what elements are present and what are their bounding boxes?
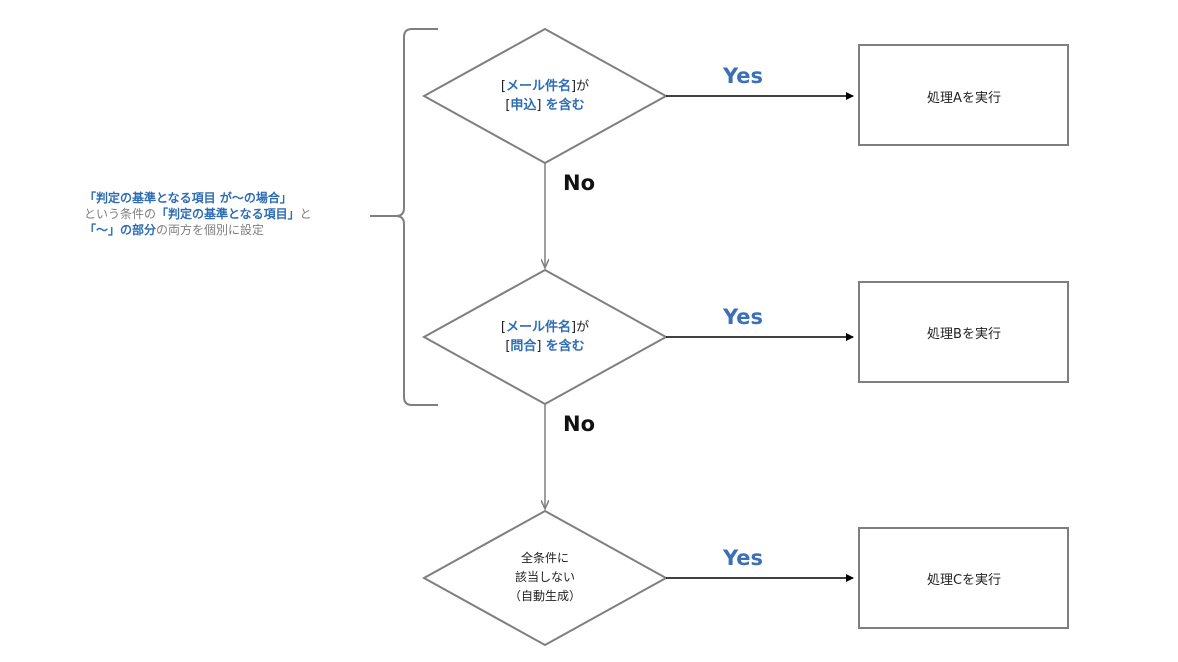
process-box-a bbox=[858, 44, 1069, 146]
decision-2-line-1: [メール件名]が bbox=[445, 318, 645, 337]
decision-1-value: 申込 bbox=[510, 98, 537, 113]
bracket-close: ] bbox=[536, 339, 546, 354]
bracket-close: ] bbox=[536, 98, 546, 113]
note-highlight-3: 「～」の部分 bbox=[84, 223, 157, 237]
process-c-label: 処理Cを実行 bbox=[926, 573, 1002, 588]
decision-1-field: メール件名 bbox=[505, 79, 571, 94]
yes-label-3: Yes bbox=[723, 546, 764, 570]
condition-note: 「判定の基準となる項目 が～の場合」 という条件の「判定の基準となる項目」と 「… bbox=[84, 190, 384, 238]
no-label-2: No bbox=[563, 412, 596, 436]
bracket-open: [ bbox=[500, 79, 506, 94]
bracket-open: [ bbox=[500, 320, 506, 335]
note-line-1: 「判定の基準となる項目 が～の場合」 bbox=[84, 190, 384, 206]
decision-2-field: メール件名 bbox=[505, 320, 571, 335]
process-box-b bbox=[858, 281, 1069, 383]
yes-label-2: Yes bbox=[723, 305, 764, 329]
no-label-1: No bbox=[563, 171, 596, 195]
decision-3-label: 全条件に 該当しない （自動生成） bbox=[445, 549, 645, 606]
bracket-close: ]が bbox=[571, 79, 590, 94]
decision-1-line-2: [申込] を含む bbox=[445, 96, 645, 115]
decision-3-line-3: （自動生成） bbox=[508, 589, 581, 603]
note-text-2a: という条件の bbox=[84, 207, 157, 221]
decision-2-label: [メール件名]が [問合] を含む bbox=[445, 318, 645, 356]
decision-2-operator: を含む bbox=[545, 339, 585, 354]
note-text-2b: と bbox=[299, 207, 312, 221]
yes-label-1: Yes bbox=[723, 64, 764, 88]
bracket-open: [ bbox=[505, 98, 511, 113]
process-b-label: 処理Bを実行 bbox=[927, 327, 1001, 342]
decision-3-line-1: 全条件に bbox=[520, 551, 569, 565]
condition-brace bbox=[370, 28, 438, 406]
process-a-label: 処理Aを実行 bbox=[927, 91, 1001, 106]
note-highlight-1: 「判定の基準となる項目 が～の場合」 bbox=[84, 191, 292, 205]
bracket-open: [ bbox=[505, 339, 511, 354]
note-line-3: 「～」の部分の両方を個別に設定 bbox=[84, 222, 384, 238]
process-box-c bbox=[858, 527, 1069, 629]
decision-2-value: 問合 bbox=[510, 339, 537, 354]
decision-1-label: [メール件名]が [申込] を含む bbox=[445, 77, 645, 115]
note-text-3: の両方を個別に設定 bbox=[156, 223, 265, 237]
note-highlight-2: 「判定の基準となる項目」 bbox=[156, 207, 300, 221]
decision-1-line-1: [メール件名]が bbox=[445, 77, 645, 96]
decision-2-line-2: [問合] を含む bbox=[445, 337, 645, 356]
decision-3-line-2: 該当しない bbox=[514, 570, 575, 584]
decision-diamond-3 bbox=[421, 509, 669, 647]
decision-1-operator: を含む bbox=[545, 98, 585, 113]
bracket-close: ]が bbox=[571, 320, 590, 335]
note-line-2: という条件の「判定の基準となる項目」と bbox=[84, 206, 384, 222]
